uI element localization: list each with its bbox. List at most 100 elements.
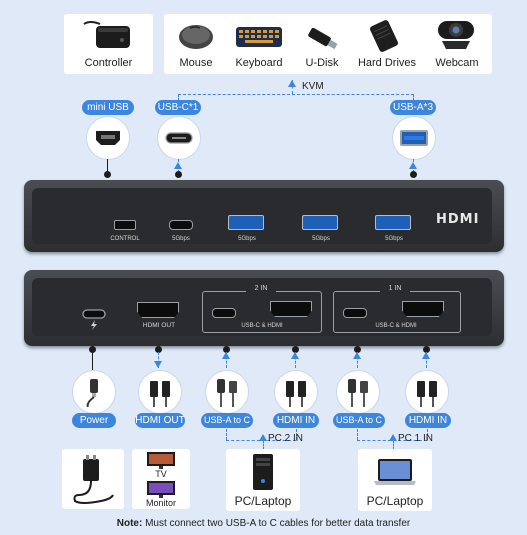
usb-a-to-c-cable-icon [217, 379, 237, 407]
laptop-icon [374, 459, 416, 485]
usbc-circle [157, 116, 201, 160]
usb-a-to-c-2-circle [205, 370, 249, 414]
back-hdmi-in-1-port [402, 301, 444, 317]
mini-usb-pill: mini USB [82, 100, 134, 115]
pc1-right-line [427, 429, 428, 440]
usba-dot [410, 171, 417, 178]
power-pill: Power [72, 413, 116, 428]
usb-a-to-c-cable-icon [348, 379, 368, 407]
webcam-label: Webcam [435, 57, 479, 69]
pc-laptop-1-card: PC/Laptop [358, 449, 432, 511]
hdmi-out-cable-circle [138, 370, 182, 414]
controller-card: Controller [64, 14, 153, 74]
usbc1-arrow-icon [353, 352, 361, 359]
usbc-dot [175, 171, 182, 178]
power-adapter-card [62, 449, 124, 509]
hdmi-in-2-pill: HDMI IN [273, 413, 319, 428]
hdmi1-arrow-icon [422, 352, 430, 359]
pc-laptop-1-label: PC/Laptop [366, 494, 424, 508]
input-1-group-label: USB-C & HDMI [375, 323, 417, 329]
usba-arrow-icon [409, 162, 417, 169]
front-usbc-speed: 5Gbps [172, 236, 190, 242]
hdmi-in-2-circle [274, 370, 318, 414]
controller-label: Controller [84, 57, 133, 69]
hdmi-in-1-circle [405, 370, 449, 414]
monitor-label: Monitor [145, 498, 176, 508]
control-port-label: CONTROL [110, 236, 140, 242]
pc1-label: PC 1 IN [398, 433, 434, 444]
pc1-mid-line [393, 440, 394, 450]
hdmi1-dot [423, 346, 430, 353]
mini-usb-line [107, 159, 108, 173]
power-cable-circle [72, 370, 116, 414]
mouse-label: Mouse [179, 57, 213, 69]
usb-drive-icon [308, 28, 338, 50]
note-line: Note: Must connect two USB-A to C cables… [0, 518, 527, 529]
hdmi-out-pill: HDMI OUT [135, 413, 185, 428]
hdmi-cable-icon [417, 381, 437, 407]
kvm-label: KVM [302, 81, 324, 92]
display-card: TV Monitor [132, 449, 190, 509]
power-port-icon [82, 309, 106, 330]
usba-port-icon [400, 130, 428, 146]
hdmi1-line [426, 352, 427, 368]
pc2-arrow-icon [259, 434, 267, 441]
mini-usb-dot [104, 171, 111, 178]
front-usbc-port [169, 220, 193, 230]
pc2-right-line [296, 429, 297, 440]
front-usba1-speed: 5Gbps [238, 236, 256, 242]
keyboard-icon [236, 27, 282, 47]
note-text: Must connect two USB-A to C cables for b… [142, 518, 411, 529]
front-usba-port-1 [228, 215, 264, 230]
usb-a-to-c-1-pill: USB-A to C [333, 413, 385, 428]
hdmi-out-line [158, 352, 159, 368]
power-adapter-icon [73, 455, 114, 504]
peripherals-card: Mouse Keyboard U-Disk Hard Drives Webcam [164, 14, 492, 74]
back-hdmi-out-label: HDMI OUT [142, 322, 176, 329]
hdmi-in-1-pill: HDMI IN [405, 413, 451, 428]
usbc-cable-icon [86, 379, 98, 407]
usba-pill: USB-A*3 [390, 100, 436, 115]
usbc2-arrow-icon [222, 352, 230, 359]
hdmi2-line [295, 352, 296, 368]
pc-laptop-2-card: PC/Laptop [226, 449, 300, 511]
keyboard-label: Keyboard [235, 57, 283, 69]
pc1-arrow-icon [389, 434, 397, 441]
hdmi2-arrow-icon [291, 352, 299, 359]
back-hdmi-out-port [137, 302, 179, 318]
input-2-label: 2 IN [246, 285, 276, 292]
tv-label: TV [155, 469, 167, 479]
usbc-pill: USB-C*1 [155, 100, 201, 115]
hdmi-brand-logo: HDMI [436, 212, 480, 227]
kvm-vline-left [178, 94, 179, 104]
kvm-vline-center [292, 80, 293, 94]
hdmi-cable-icon [286, 381, 306, 407]
usbc-arrow-icon [174, 162, 182, 169]
kvm-vline-right [413, 94, 414, 104]
usbc1-line [357, 352, 358, 368]
front-usba-port-3 [375, 215, 411, 230]
usbc2-line [226, 352, 227, 368]
usbc-port-icon [165, 132, 193, 144]
input-1-label: 1 IN [380, 285, 410, 292]
hard-drive-icon [370, 20, 398, 52]
front-usba2-speed: 5Gbps [312, 236, 330, 242]
mini-usb-port-icon [96, 131, 120, 145]
input-2-group-label: USB-C & HDMI [241, 323, 283, 329]
desktop-pc-icon [253, 454, 273, 490]
usb-a-to-c-1-circle [336, 370, 380, 414]
tv-icon [147, 452, 175, 469]
control-port [114, 220, 136, 230]
hard-drives-label: Hard Drives [357, 57, 417, 69]
kvm-arrow-icon [288, 80, 296, 87]
hdmi2-dot [292, 346, 299, 353]
monitor-icon [147, 481, 175, 498]
note-label: Note: [116, 518, 143, 529]
hdmi-out-arrow-icon [154, 361, 162, 368]
mini-usb-circle [86, 116, 130, 160]
front-usba3-speed: 5Gbps [385, 236, 403, 242]
pc2-left-line [226, 429, 227, 440]
usbc1-dot [354, 346, 361, 353]
pc2-label: PC 2 IN [268, 433, 304, 444]
back-hdmi-in-2-port [270, 301, 312, 317]
